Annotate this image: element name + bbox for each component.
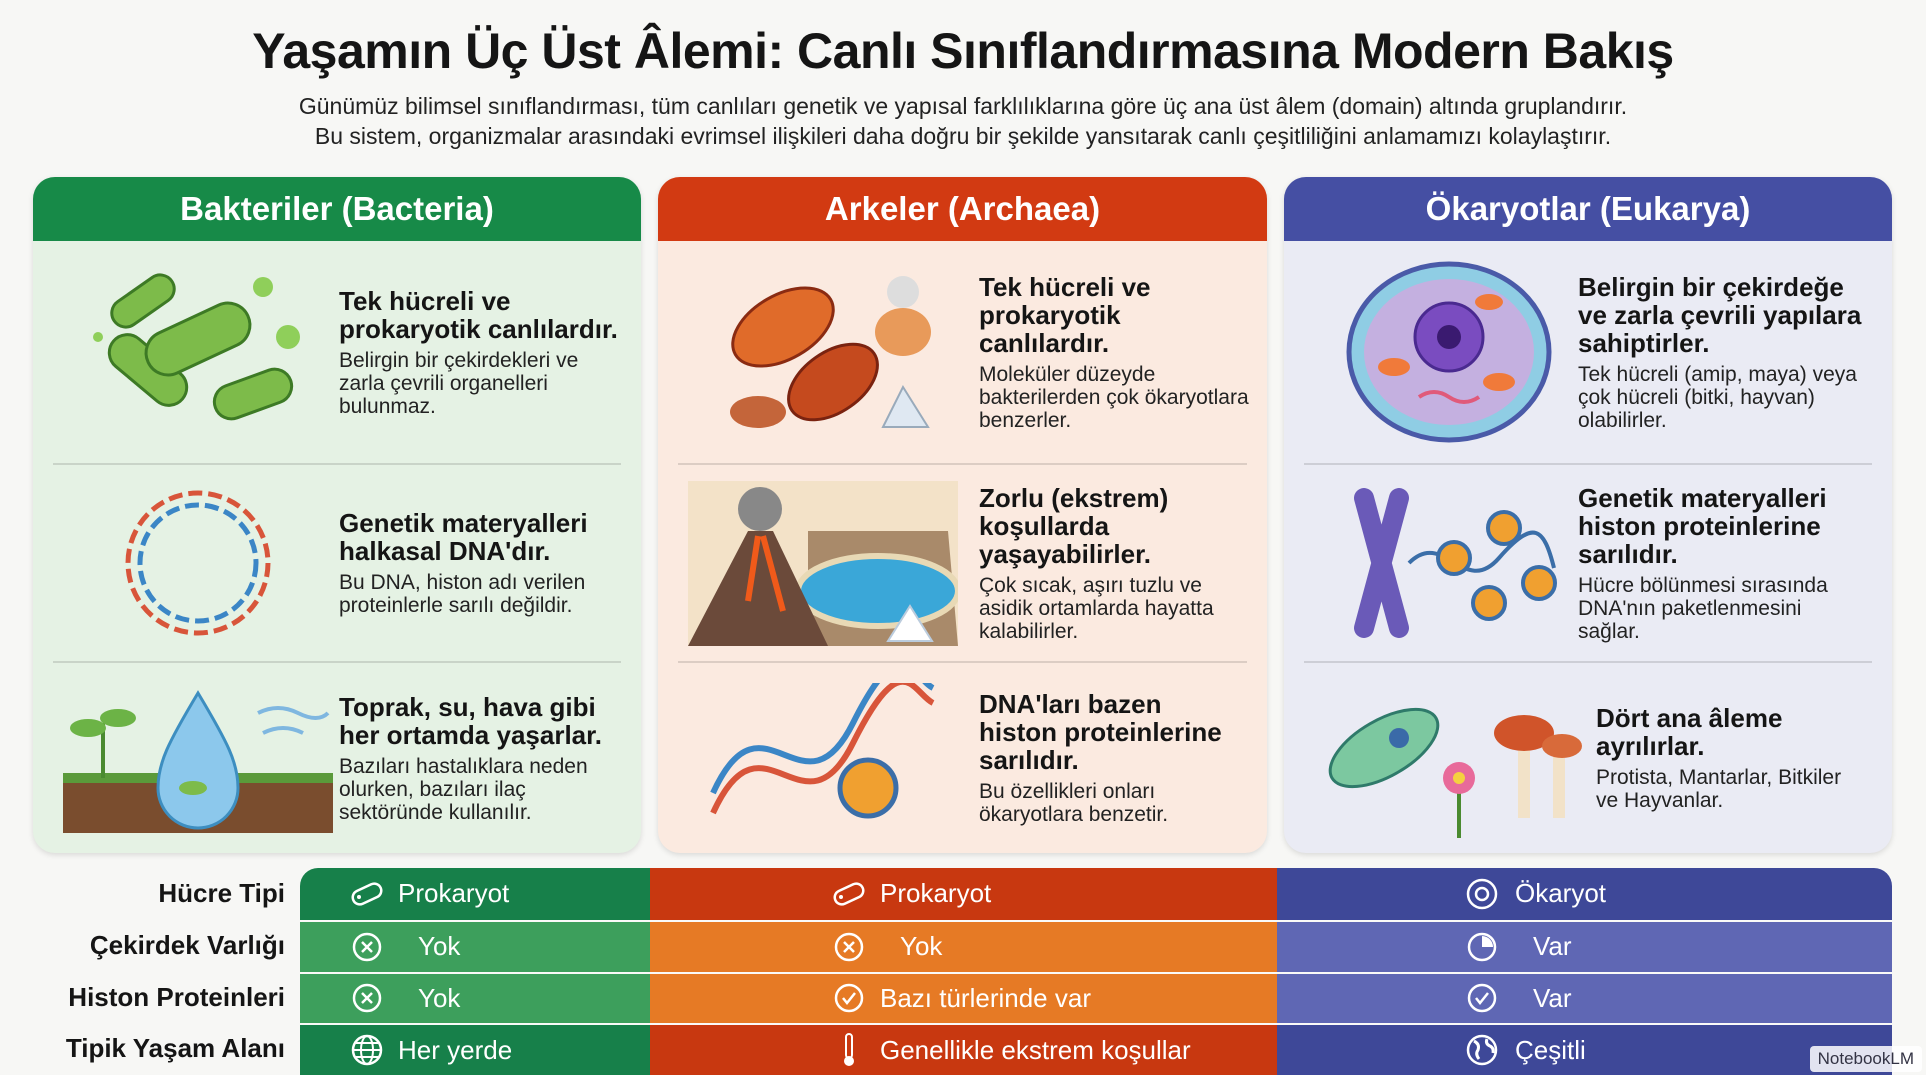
table-row: Yok Bazı türlerinde var Var [300, 971, 1892, 1024]
feature-description: Protista, Mantarlar, Bitkiler ve Hayvanl… [1596, 766, 1842, 812]
domain-panel-0: Bakteriler (Bacteria) Tek hücreli ve pro… [33, 177, 641, 853]
table-cell-text: Bazı türlerinde var [880, 982, 1091, 1013]
domain-panel-1: Arkeler (Archaea) Tek hücreli ve prokary… [658, 177, 1267, 853]
bacteria-illustration [63, 241, 333, 463]
table-row: Prokaryot Prokaryot Ökaryot [300, 868, 1892, 920]
feature-heading: Tek hücreli ve prokaryotik canlılardır. [339, 285, 618, 344]
table-row: Yok Yok Var [300, 919, 1892, 972]
feature-heading: Dört ana âleme ayrılırlar. [1596, 703, 1783, 761]
feature-row: Tek hücreli ve prokaryotik canlılardır. … [33, 241, 641, 463]
circular-dna-illustration [63, 465, 333, 661]
page-title: Yaşamın Üç Üst Âlemi: Canlı Sınıflandırm… [252, 23, 1674, 79]
feature-heading: Belirgin bir çekirdeğe ve zarla çevrili … [1578, 271, 1862, 358]
table-cell: Genellikle ekstrem koşullar [650, 1025, 1277, 1075]
table-row-label: Tipik Yaşam Alanı [65, 1033, 285, 1064]
domain-header: Bakteriler (Bacteria) [33, 177, 641, 241]
dna-histone-illustration [688, 663, 958, 853]
feature-row: Toprak, su, hava gibi her ortamda yaşarl… [53, 661, 621, 853]
table-row-label: Histon Proteinleri [68, 981, 285, 1012]
table-cell: Var [1277, 973, 1892, 1024]
feature-heading: Toprak, su, hava gibi her ortamda yaşarl… [339, 691, 603, 750]
volcano-illustration [688, 465, 958, 661]
table-cell: Bazı türlerinde var [650, 973, 1277, 1024]
x-circle-icon [348, 928, 386, 966]
eukaryotic-cell-illustration [1314, 241, 1584, 463]
table-cell-text: Ökaryot [1515, 878, 1607, 909]
table-cell: Çeşitli [1277, 1025, 1892, 1075]
table-cell-text: Prokaryot [880, 878, 992, 909]
feature-description: Tek hücreli (amip, maya) veya çok hücrel… [1578, 362, 1857, 432]
eukaryote-icon [1463, 875, 1501, 913]
environment-illustration [63, 663, 333, 853]
earth-icon [1463, 1031, 1501, 1069]
table-cell-text: Var [1533, 982, 1572, 1013]
table-cell-text: Yok [900, 931, 943, 962]
archaea-illustration [688, 241, 958, 463]
feature-row: Zorlu (ekstrem) koşullarda yaşayabilirle… [678, 463, 1247, 661]
feature-description: Belirgin bir çekirdekleri ve zarla çevri… [339, 348, 579, 418]
feature-description: Bu özellikleri onları ökaryotlara benzet… [979, 780, 1169, 826]
table-cell-text: Her yerde [398, 1034, 513, 1065]
check-circle-icon [830, 979, 868, 1017]
notebooklm-badge: NotebookLM [1809, 1046, 1922, 1072]
feature-heading: Genetik materyalleri histon proteinlerin… [1578, 482, 1827, 569]
globe-icon [348, 1031, 386, 1069]
table-cell: Yok [650, 921, 1277, 972]
table-cell-text: Prokaryot [398, 878, 510, 909]
feature-row: Belirgin bir çekirdeğe ve zarla çevrili … [1284, 241, 1892, 463]
table-row: Her yerde Genellikle ekstrem koşullar Çe… [300, 1023, 1892, 1075]
feature-row: Tek hücreli ve prokaryotik canlılardır. … [658, 241, 1267, 463]
comparison-table: Prokaryot Prokaryot Ökaryot Yok Yok Var … [300, 868, 1892, 1075]
feature-heading: Tek hücreli ve prokaryotik canlılardır. [979, 271, 1151, 358]
feature-row: Genetik materyalleri halkasal DNA'dır. B… [53, 463, 621, 661]
prokaryote-icon [830, 875, 868, 913]
table-row-label: Çekirdek Varlığı [89, 929, 285, 960]
x-circle-icon [348, 979, 386, 1017]
table-row-label: Hücre Tipi [158, 878, 285, 908]
table-cell: Ökaryot [1277, 868, 1892, 920]
table-cell: Her yerde [300, 1025, 650, 1075]
prokaryote-icon [348, 875, 386, 913]
table-cell-text: Çeşitli [1515, 1034, 1586, 1065]
feature-row: DNA'ları bazen histon proteinlerine sarı… [678, 661, 1247, 853]
feature-heading: Zorlu (ekstrem) koşullarda yaşayabilirle… [979, 482, 1169, 569]
domain-header: Ökaryotlar (Eukarya) [1284, 177, 1892, 241]
check-circle-icon [1463, 979, 1501, 1017]
table-cell: Yok [300, 921, 650, 972]
domain-panel-2: Ökaryotlar (Eukarya) Belirgin bir çekird… [1284, 177, 1892, 853]
table-cell-text: Var [1533, 931, 1572, 962]
table-cell: Prokaryot [650, 868, 1277, 920]
table-cell-text: Yok [418, 982, 461, 1013]
feature-description: Çok sıcak, aşırı tuzlu ve asidik ortamla… [979, 573, 1214, 643]
feature-description: Bazıları hastalıklara neden olurken, baz… [339, 754, 588, 824]
subtitle-line-1: Günümüz bilimsel sınıflandırması, tüm ca… [298, 93, 1628, 119]
feature-description: Bu DNA, histon adı verilen proteinlerle … [339, 571, 586, 617]
chromosome-illustration [1314, 465, 1584, 661]
thermometer-icon [830, 1031, 868, 1069]
table-cell-text: Genellikle ekstrem koşullar [880, 1034, 1191, 1065]
feature-heading: DNA'ları bazen histon proteinlerine sarı… [979, 689, 1222, 775]
feature-description: Moleküler düzeyde bakterilerden çok ökar… [979, 362, 1249, 432]
feature-description: Hücre bölünmesi sırasında DNA'nın paketl… [1578, 573, 1828, 643]
kingdoms-illustration [1314, 663, 1584, 853]
domain-header: Arkeler (Archaea) [658, 177, 1267, 241]
table-cell: Prokaryot [300, 868, 650, 920]
x-circle-icon [830, 928, 868, 966]
feature-heading: Genetik materyalleri halkasal DNA'dır. [339, 508, 588, 566]
feature-row: Dört ana âleme ayrılırlar. Protista, Man… [1304, 661, 1872, 853]
subtitle-line-2: Bu sistem, organizmalar arasındaki evrim… [314, 123, 1612, 149]
table-cell: Var [1277, 921, 1892, 972]
table-cell: Yok [300, 973, 650, 1024]
table-cell-text: Yok [418, 931, 461, 962]
nucleus-icon [1463, 928, 1501, 966]
feature-row: Genetik materyalleri histon proteinlerin… [1304, 463, 1872, 661]
